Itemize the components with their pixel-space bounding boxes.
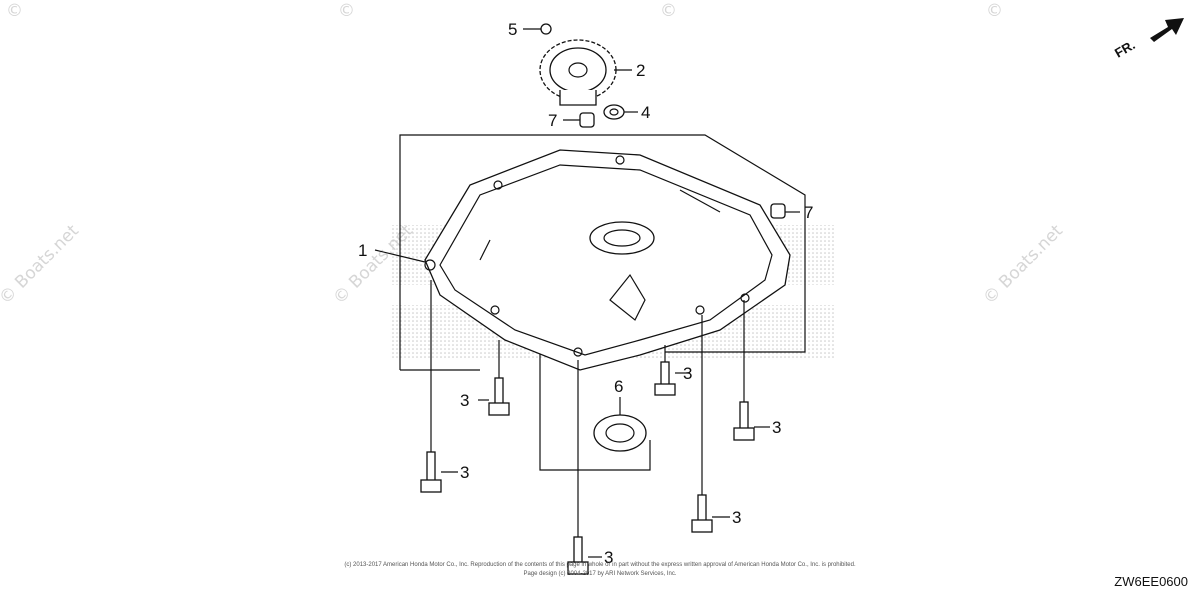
callout-3-bolt-4[interactable]: 3 (772, 418, 781, 437)
watermark-right: © Boats.net (979, 221, 1067, 309)
bolt-3 (654, 345, 690, 396)
watermark-top-c: © (986, 1, 1003, 21)
bolt-6 (567, 360, 602, 575)
bolt-5 (691, 315, 730, 533)
callout-3-bolt-6[interactable]: 3 (604, 548, 613, 567)
callout-5[interactable]: 5 (508, 20, 517, 39)
watermark-top-left: © (6, 1, 23, 21)
front-arrow-icon (1150, 18, 1184, 42)
watermark-top-a: © (338, 1, 355, 21)
callouts: 1 2 3 3 3 3 3 3 4 5 6 7 7 (358, 20, 813, 567)
callout-7-upper[interactable]: 7 (548, 111, 557, 130)
callout-3-bolt-3[interactable]: 3 (683, 364, 692, 383)
front-direction-indicator: FR. (1112, 18, 1184, 61)
clip-part (523, 23, 552, 35)
callout-2[interactable]: 2 (636, 61, 645, 80)
assembly-bracket (399, 134, 806, 471)
callout-6[interactable]: 6 (614, 377, 623, 396)
governor-gear (539, 39, 617, 106)
direction-label: FR. (1112, 37, 1138, 60)
callout-3-bolt-1[interactable]: 3 (460, 463, 469, 482)
watermark-left: © Boats.net (0, 221, 83, 309)
callout-1[interactable]: 1 (358, 241, 367, 260)
washer-part (603, 104, 638, 120)
copyright-line-1: (c) 2013-2017 American Honda Motor Co., … (344, 562, 856, 568)
oil-seal-part (593, 397, 647, 452)
callout-7-right[interactable]: 7 (804, 203, 813, 222)
diagram-code: ZW6EE0600 (1114, 574, 1188, 589)
bolt-2 (478, 340, 510, 416)
callout-4[interactable]: 4 (641, 103, 650, 122)
callout-3-bolt-5[interactable]: 3 (732, 508, 741, 527)
bolt-1 (420, 280, 458, 493)
copyright-line-2: Page design (c) 2004-2017 by ARI Network… (523, 571, 676, 577)
bolt-4 (733, 300, 770, 441)
dowel-pin-upper (563, 112, 595, 128)
watermark-top-b: © (660, 1, 677, 21)
callout-3-bolt-2[interactable]: 3 (460, 391, 469, 410)
oil-pan-cover (424, 149, 791, 371)
leader-item-1 (374, 249, 426, 263)
dowel-pin-right (770, 203, 800, 219)
